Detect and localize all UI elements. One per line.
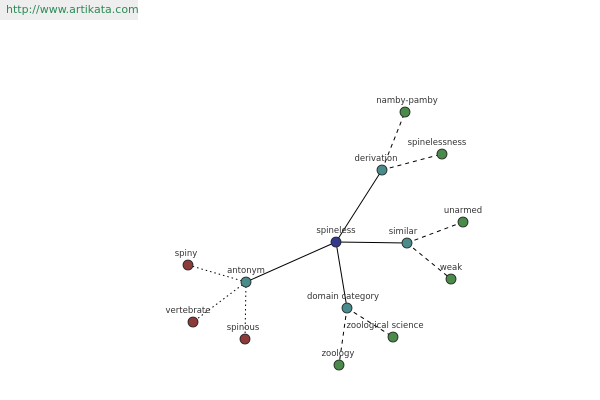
label-derivation[interactable]: derivation	[354, 154, 397, 164]
node-spiny[interactable]	[182, 259, 194, 271]
edge-spineless-similar	[335, 241, 408, 244]
edge-spineless-derivation	[335, 169, 383, 243]
node-similar[interactable]	[401, 237, 413, 249]
label-vertebrate[interactable]: vertebrate	[166, 306, 211, 316]
node-layer	[182, 106, 469, 371]
edge-domain-category-zoology	[338, 307, 348, 366]
source-link[interactable]: http://www.artikata.com	[6, 3, 139, 16]
label-spiny[interactable]: spiny	[175, 249, 198, 259]
edge-spineless-domain-category	[335, 241, 348, 309]
label-zoological-science[interactable]: zoological science	[346, 321, 423, 331]
label-zoology[interactable]: zoology	[322, 349, 355, 359]
node-vertebrate[interactable]	[187, 316, 199, 328]
node-derivation[interactable]	[376, 164, 388, 176]
edge-domain-category-zoological-science	[346, 307, 394, 338]
label-domain-category[interactable]: domain category	[307, 292, 379, 302]
label-weak[interactable]: weak	[440, 263, 462, 273]
source-bar: http://www.artikata.com	[0, 0, 139, 20]
node-domain-category[interactable]	[341, 302, 353, 314]
label-spineless[interactable]: spineless	[316, 226, 356, 236]
edge-spineless-antonym	[245, 241, 337, 283]
edge-similar-unarmed	[406, 221, 464, 244]
edge-antonym-spiny	[187, 264, 247, 283]
edge-derivation-namby-pamby	[381, 111, 406, 171]
label-antonym[interactable]: antonym	[227, 266, 265, 276]
node-spineless[interactable]	[330, 236, 342, 248]
label-unarmed[interactable]: unarmed	[444, 206, 482, 216]
node-weak[interactable]	[445, 273, 457, 285]
edge-antonym-vertebrate	[192, 281, 247, 323]
node-spinous[interactable]	[239, 333, 251, 345]
label-namby-pamby[interactable]: namby-pamby	[376, 96, 438, 106]
node-zoological-science[interactable]	[387, 331, 399, 343]
label-similar[interactable]: similar	[389, 227, 418, 237]
node-antonym[interactable]	[240, 276, 252, 288]
node-namby-pamby[interactable]	[399, 106, 411, 118]
edge-layer	[187, 111, 464, 366]
edge-antonym-spinous	[244, 281, 247, 340]
node-unarmed[interactable]	[457, 216, 469, 228]
label-spinelessness[interactable]: spinelessness	[408, 138, 467, 148]
label-layer: spineless derivation similar antonym domain …	[166, 96, 483, 359]
node-spinelessness[interactable]	[436, 148, 448, 160]
label-spinous[interactable]: spinous	[227, 323, 260, 333]
edge-similar-weak	[406, 242, 452, 280]
node-zoology[interactable]	[333, 359, 345, 371]
edge-derivation-spinelessness	[381, 153, 443, 171]
